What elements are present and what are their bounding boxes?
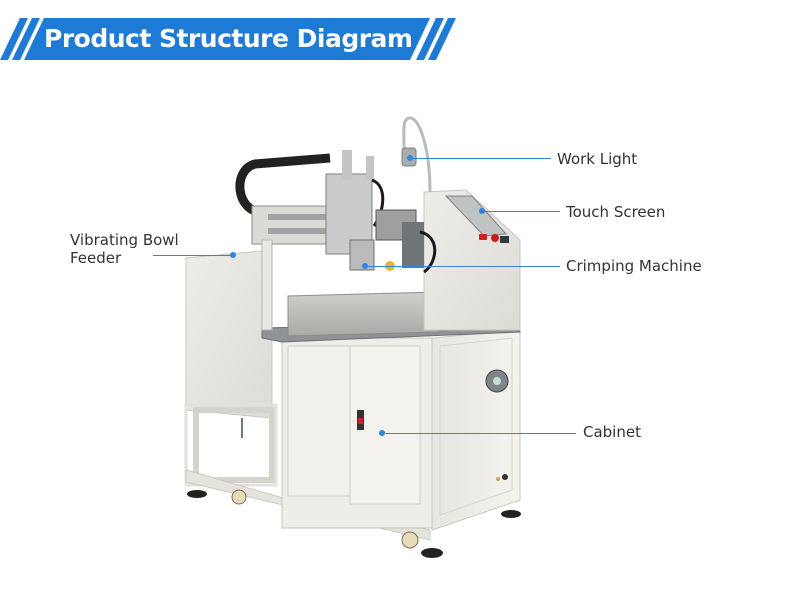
vibrating-bowl-feeder-leader — [153, 255, 233, 257]
page-title: Product Structure Diagram — [44, 24, 413, 53]
control-tower — [423, 189, 521, 331]
crimping-machine-leader — [365, 266, 560, 268]
cabinet-leader — [382, 433, 576, 435]
work-light-leader — [410, 158, 551, 160]
label-vibrating-bowl-feeder: Vibrating Bowl Feeder — [70, 231, 179, 267]
label-line-1: Vibrating Bowl — [70, 231, 179, 249]
label-crimping-machine: Crimping Machine — [566, 257, 702, 275]
touch-screen-leader — [482, 211, 560, 213]
vibrating-bowl-feeder-point — [230, 252, 236, 258]
cabinet — [281, 337, 433, 529]
wheels — [187, 489, 521, 558]
label-work-light: Work Light — [557, 150, 638, 168]
label-cabinet: Cabinet — [583, 423, 641, 441]
banner-stripes-icon — [0, 18, 456, 60]
work-light — [401, 116, 432, 193]
label-line-2: Feeder — [70, 249, 122, 267]
gantry — [235, 150, 437, 331]
title-banner: Product Structure Diagram — [0, 18, 460, 60]
label-touch-screen: Touch Screen — [566, 203, 666, 221]
